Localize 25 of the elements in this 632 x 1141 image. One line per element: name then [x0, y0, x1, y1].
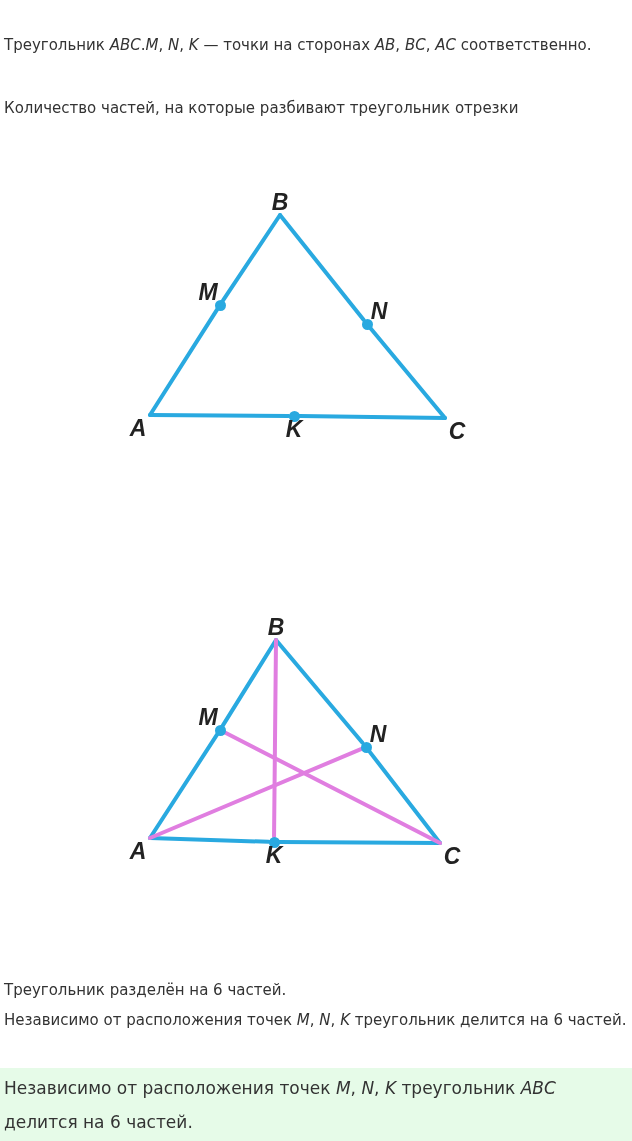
point-label: K	[284, 416, 305, 442]
result-text: Треугольник разделён на 6 частей.	[3, 980, 288, 1001]
line-segment	[278, 213, 366, 322]
answer-text: Независимо от расположения точек M, N, K треугольник ABC делится на 6 частей.	[0, 1068, 632, 1141]
line-segment	[277, 840, 442, 845]
line-segment	[148, 413, 291, 418]
point-label: N	[368, 721, 388, 747]
conclusion-text: Независимо от расположения точек M, N, K треугольник делится на 6 частей.	[3, 1010, 628, 1031]
point-label: K	[264, 842, 285, 868]
point-label: M	[197, 704, 219, 730]
point-label: A	[128, 415, 148, 441]
point-label: M	[197, 279, 219, 305]
point-label: N	[369, 298, 389, 324]
line-segment	[297, 414, 447, 420]
line-segment	[222, 730, 442, 845]
line-segment	[221, 213, 282, 303]
point-label: C	[447, 418, 467, 444]
point-label: B	[270, 189, 290, 215]
question-text: Количество частей, на которые разбивают треугольник отрезки	[3, 98, 520, 119]
point-label: C	[442, 843, 462, 869]
line-segment	[272, 638, 278, 839]
line-segment	[148, 747, 363, 840]
problem-text: Треугольник ABC.M, N, K — точки на сторонах AB, BC, AC соответственно.	[3, 35, 593, 56]
point-label: B	[266, 614, 286, 640]
point-label: A	[128, 838, 148, 864]
